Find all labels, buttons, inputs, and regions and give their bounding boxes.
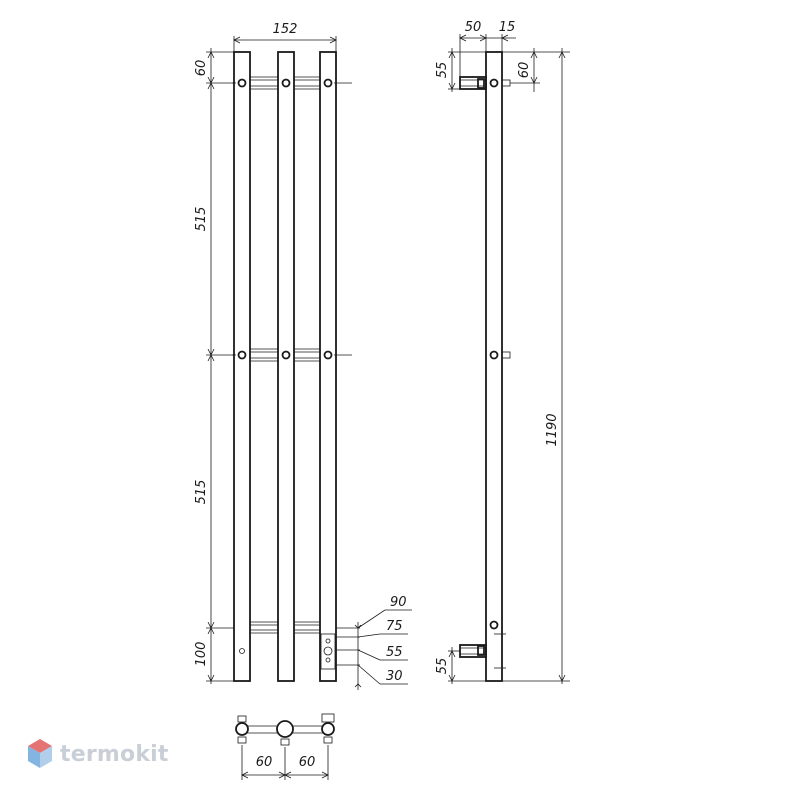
top-view: 60 60	[235, 713, 335, 780]
dim-side-top-offset: 60	[502, 48, 570, 92]
cube-logo-icon	[28, 739, 52, 768]
dim-spacing-right-label: 60	[299, 755, 316, 770]
front-tube-left	[233, 51, 251, 682]
side-top-bracket	[459, 76, 511, 90]
dim-wall-offset-label: 15	[499, 20, 516, 35]
dim-upper-span-label: 515	[194, 207, 209, 232]
dim-side-bottom-bracket: 55	[435, 647, 486, 684]
dim-bottom-bracket-label: 55	[435, 658, 450, 675]
dim-bottom-label: 100	[194, 642, 209, 667]
top-fitting-left	[235, 715, 249, 744]
crossbar-bottom	[250, 621, 320, 634]
side-view: 50 15 55 60 1190	[435, 20, 570, 684]
dim-top-offset-label: 60	[194, 60, 209, 77]
conn-label-55: 55	[386, 645, 403, 660]
brand-name: termokit	[60, 741, 169, 767]
dim-spacing-left-label: 60	[256, 755, 273, 770]
front-tube-middle	[277, 51, 295, 682]
conn-label-90: 90	[390, 595, 407, 610]
side-middle-fitting	[489, 350, 511, 360]
dim-side-height: 1190	[502, 48, 570, 684]
dim-lower-span-label: 515	[194, 480, 209, 505]
dim-top-spacing: 60 60	[241, 745, 329, 780]
dim-left-chain: 60 515 515 100	[194, 48, 234, 684]
dim-width-label: 152	[273, 22, 298, 37]
connection-block	[320, 609, 412, 690]
conn-label-30: 30	[386, 669, 403, 684]
front-tube-right	[319, 51, 337, 682]
crossbar-middle	[250, 348, 320, 362]
front-view: 152 60 515 515 100 90 75 55 30	[194, 22, 412, 690]
conn-label-75: 75	[386, 619, 403, 634]
side-tube	[485, 51, 503, 682]
dim-side-top: 50 15	[459, 20, 516, 77]
brand-logo: termokit	[26, 736, 169, 772]
mount-hole-markers	[232, 78, 352, 654]
dim-depth-label: 50	[465, 20, 482, 35]
dim-height-label: 1190	[545, 413, 560, 446]
dim-top-bracket-label: 55	[435, 62, 450, 79]
dim-side-top-offset-label: 60	[517, 62, 532, 79]
crossbar-top	[250, 76, 320, 90]
dim-width: 152	[233, 22, 337, 52]
side-bottom-bracket	[459, 620, 506, 669]
top-fitting-right	[321, 713, 335, 744]
dim-side-top-bracket: 55	[435, 48, 486, 92]
top-fitting-middle	[276, 720, 294, 746]
